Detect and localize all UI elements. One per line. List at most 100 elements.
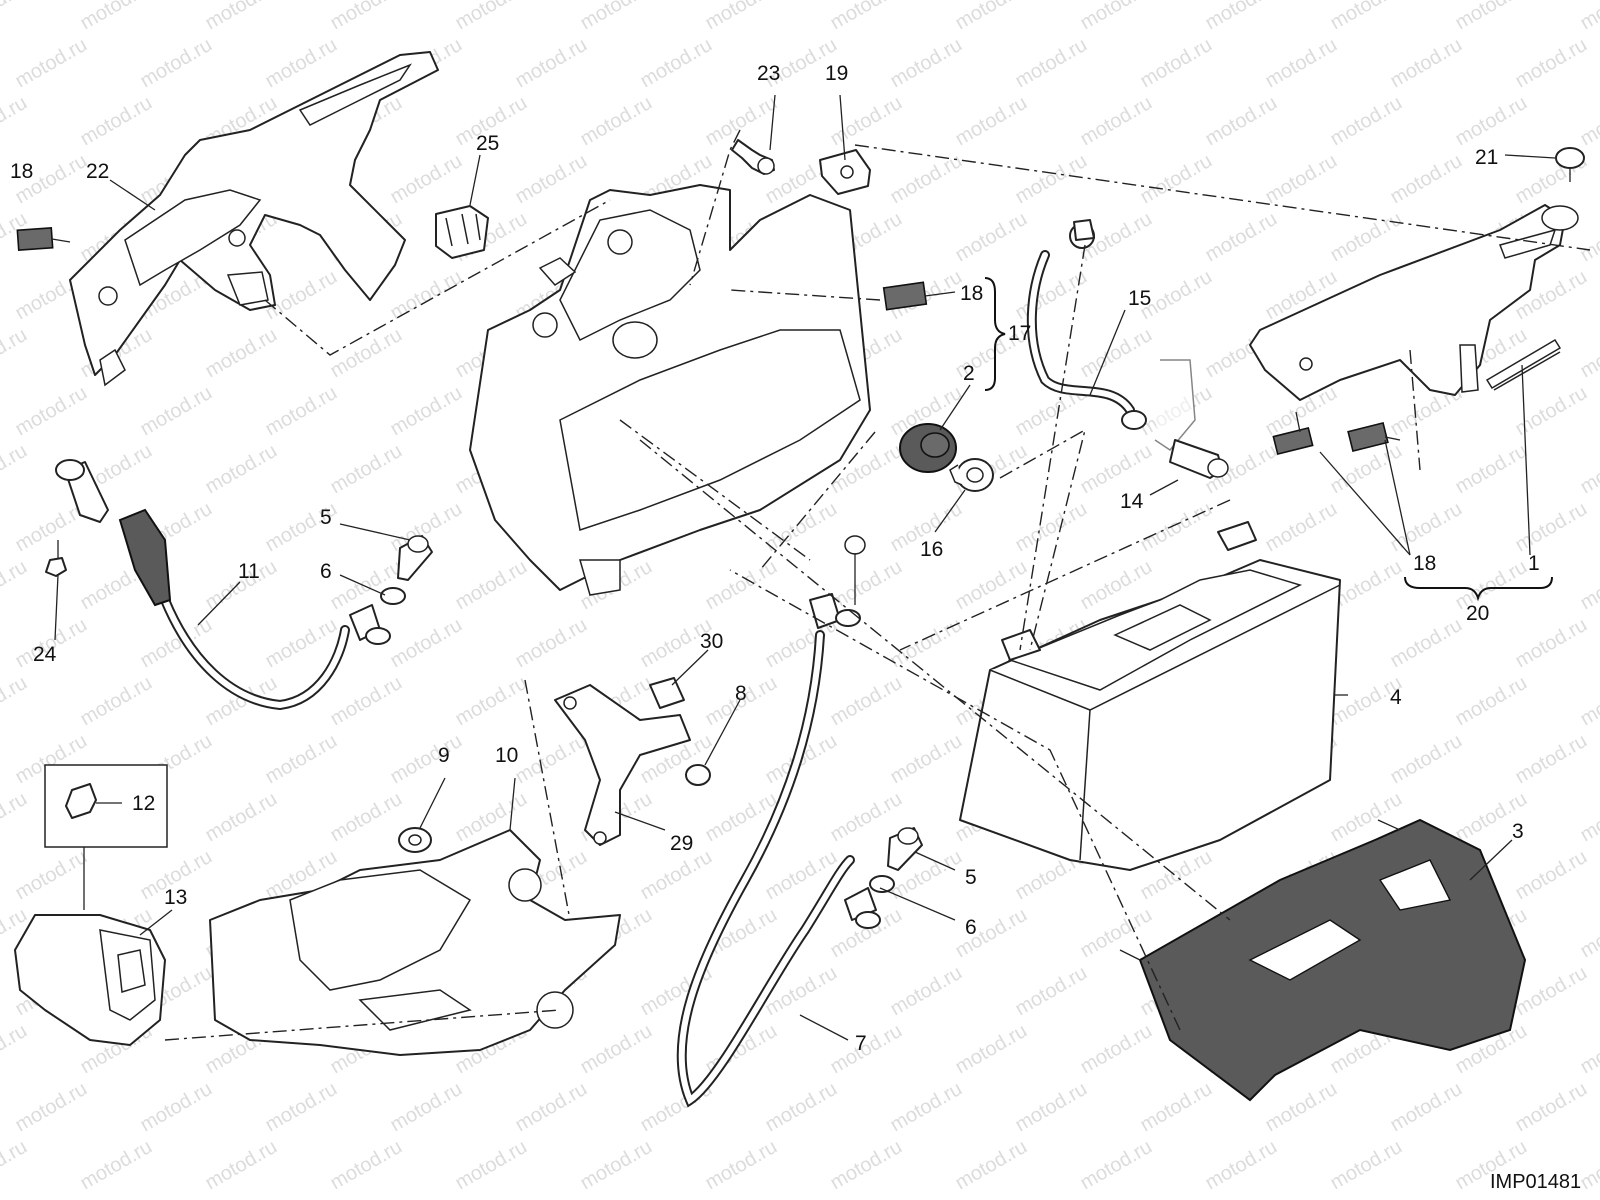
watermark-text: motod.ru [1512,1078,1591,1137]
part-23-screw [731,139,775,175]
callout-6-upper: 6 [320,560,332,583]
part-12-fuse-inset [44,764,168,910]
part-15-ground-cable [1026,219,1196,451]
watermark-text: motod.ru [387,614,466,673]
watermark-text: motod.ru [1387,498,1466,557]
watermark-text: motod.ru [887,1078,966,1137]
part-18-rubber-pads-right [1272,411,1401,456]
watermark-text: motod.ru [327,556,406,615]
watermark-text: motod.ru [512,1078,591,1137]
watermark-text: motod.ru [387,382,466,441]
watermark-text: motod.ru [387,266,466,325]
watermark-text: motod.ru [1387,34,1466,93]
watermark-text: motod.ru [1577,92,1600,151]
watermark-text: motod.ru [952,92,1031,151]
watermark-text: motod.ru [327,324,406,383]
brace-17 [984,277,1006,391]
watermark-text: motod.ru [1327,208,1406,267]
watermark-text: motod.ru [1327,92,1406,151]
part-8-nut [685,764,711,786]
callout-1: 1 [1528,552,1540,575]
watermark-text: motod.ru [952,1136,1031,1195]
battery-tray-housing [469,184,871,596]
watermark-text: motod.ru [12,1078,91,1137]
watermark-text: motod.ru [1077,1020,1156,1079]
watermark-text: motod.ru [1577,1020,1600,1079]
watermark-text: motod.ru [1012,962,1091,1021]
callout-14: 14 [1120,490,1144,513]
watermark-text: motod.ru [327,788,406,847]
watermark-text: motod.ru [1387,150,1466,209]
watermark-text: motod.ru [1077,1136,1156,1195]
watermark-text: motod.ru [887,34,966,93]
watermark-text: motod.ru [952,0,1031,34]
watermark-text: motod.ru [577,92,656,151]
watermark-text: motod.ru [762,498,841,557]
part-4-battery [959,521,1341,871]
part-6-washer-upper [365,587,406,645]
assembly-lines [164,129,1591,1041]
watermark-text: motod.ru [1077,0,1156,34]
watermark-text: motod.ru [202,1136,281,1195]
watermark-text: motod.ru [702,556,781,615]
part-25-connector-clip [435,205,489,259]
watermark-text: motod.ru [262,34,341,93]
watermark-text: motod.ru [577,1020,656,1079]
part-29-bracket [554,684,691,846]
watermark-text: motod.ru [1202,1136,1281,1195]
watermark-text: motod.ru [0,1020,31,1079]
callout-25: 25 [476,132,499,155]
watermark-text: motod.ru [1327,0,1406,34]
watermark-text: motod.ru [12,382,91,441]
watermark-text: motod.ru [1077,440,1156,499]
watermark-text: motod.ru [452,0,531,34]
callout-16: 16 [920,538,943,561]
watermark-text: motod.ru [1512,498,1591,557]
watermark-text: motod.ru [202,440,281,499]
watermark-text: motod.ru [827,92,906,151]
watermark-text: motod.ru [327,440,406,499]
watermark-text: motod.ru [452,672,531,731]
callout-9: 9 [438,744,450,767]
watermark-text: motod.ru [1387,730,1466,789]
leader-lines [54,94,1556,1041]
part-2-grommet [899,423,957,473]
watermark-text: motod.ru [1262,150,1341,209]
callout-18-left: 18 [10,160,33,183]
watermark-text: motod.ru [827,672,906,731]
callouts: 18 22 25 23 19 21 18 17 2 15 14 16 18 1 … [10,62,1540,1055]
watermark-text: motod.ru [887,730,966,789]
watermark-text: motod.ru [1452,92,1531,151]
watermark-text: motod.ru [702,1136,781,1195]
watermark-text: motod.ru [827,0,906,34]
watermark-text: motod.ru [512,34,591,93]
watermark-text: motod.ru [1452,0,1531,34]
part-13-relay [14,914,166,1046]
watermark-text: motod.ru [952,904,1031,963]
watermark-text: motod.ru [0,556,31,615]
watermark-text: motod.ru [1137,1078,1216,1137]
callout-30: 30 [700,630,723,653]
watermark-text: motod.ru [1137,150,1216,209]
part-11-positive-cable [55,459,381,711]
watermark-text: motod.ru [827,1136,906,1195]
watermark-text: motod.ru [952,1020,1031,1079]
watermark-text: motod.ru [512,730,591,789]
watermark-text: motod.ru [762,1078,841,1137]
callout-18-right: 18 [1413,552,1436,575]
watermark-text: motod.ru [887,150,966,209]
watermark-text: motod.ru [327,672,406,731]
callout-19: 19 [825,62,848,85]
watermark-text: motod.ru [1577,324,1600,383]
watermark-text: motod.ru [1577,672,1600,731]
watermark-text: motod.ru [1452,440,1531,499]
watermark-text: motod.ru [262,1078,341,1137]
watermark-text: motod.ru [1012,266,1091,325]
watermark-text: motod.ru [1577,556,1600,615]
callout-5-lower: 5 [965,866,977,889]
watermark-text: motod.ru [262,382,341,441]
watermark-text: motod.ru [327,0,406,34]
watermark-text: motod.ru [952,556,1031,615]
